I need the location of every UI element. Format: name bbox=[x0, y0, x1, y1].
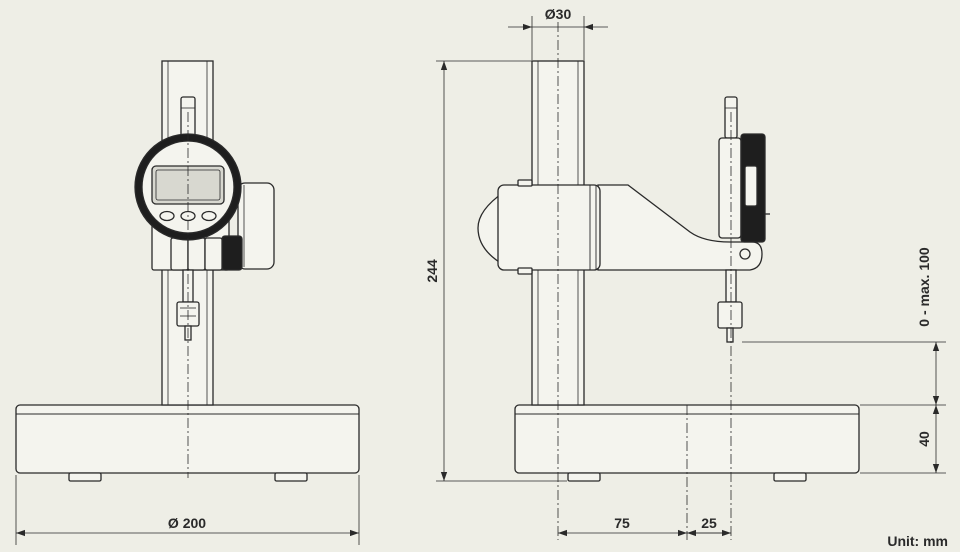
front-clamp-left bbox=[170, 237, 189, 271]
side-gauge-body bbox=[718, 137, 742, 239]
side-probe-tip bbox=[717, 301, 743, 329]
front-clamp-right bbox=[187, 237, 206, 271]
front-adjust-knob bbox=[237, 182, 275, 270]
side-foot-left bbox=[567, 472, 601, 482]
side-foot-right bbox=[773, 472, 807, 482]
dim-tip-offset: 25 bbox=[701, 515, 717, 531]
unit-label: Unit: mm bbox=[887, 533, 948, 549]
front-foot-left bbox=[68, 472, 102, 482]
dim-column-diameter: Ø30 bbox=[545, 6, 572, 22]
front-gauge-button-1 bbox=[159, 210, 175, 222]
dimension-lines bbox=[15, 16, 946, 545]
front-view bbox=[15, 60, 360, 482]
side-pivot bbox=[739, 248, 751, 260]
side-holder-block bbox=[497, 184, 601, 271]
dim-measuring-range: 0 - max. 100 bbox=[916, 247, 932, 327]
dim-base-diameter: Ø 200 bbox=[168, 515, 206, 531]
front-foot-right bbox=[274, 472, 308, 482]
dim-total-height: 244 bbox=[424, 259, 440, 283]
side-view bbox=[477, 60, 860, 482]
dim-base-height: 40 bbox=[916, 431, 932, 447]
dim-column-to-tip: 75 bbox=[614, 515, 630, 531]
side-arm bbox=[597, 184, 763, 271]
front-gauge-button-3 bbox=[201, 210, 217, 222]
front-base-plate bbox=[15, 404, 360, 474]
